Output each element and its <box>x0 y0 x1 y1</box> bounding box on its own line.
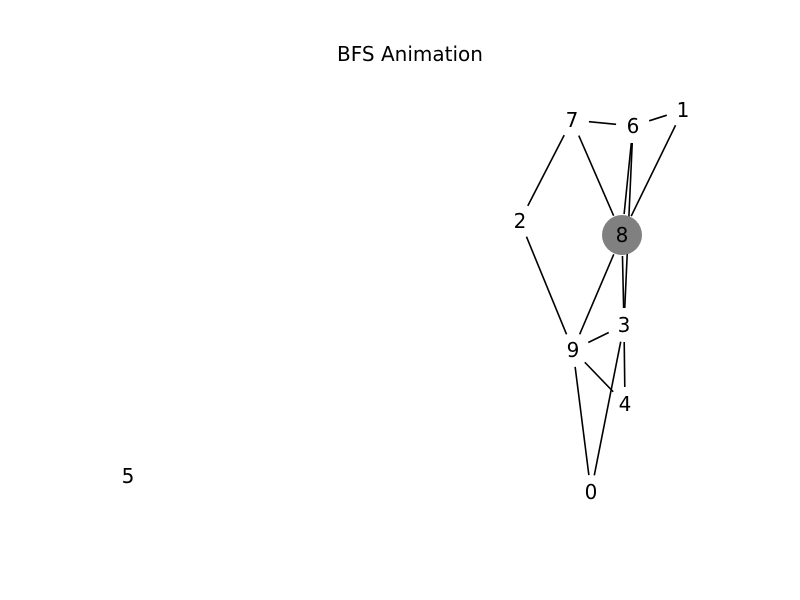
node-4: 4 <box>619 392 632 416</box>
node-7: 7 <box>566 108 579 132</box>
nodes-layer: 0 1 2 3 4 5 6 7 8 9 <box>122 98 690 504</box>
edge-7-2 <box>527 134 565 207</box>
edge-1-8 <box>630 124 677 217</box>
node-label: 5 <box>122 464 135 488</box>
edge-7-8 <box>578 135 615 217</box>
edge-9-4 <box>584 361 614 393</box>
node-label: 1 <box>677 98 690 122</box>
node-label: 9 <box>567 338 580 362</box>
edge-7-6 <box>588 120 617 126</box>
node-label: 8 <box>616 223 629 247</box>
node-8: 8 <box>602 215 642 255</box>
edge-9-0 <box>574 366 590 476</box>
edge-2-9 <box>525 236 568 335</box>
edge-8-3 <box>621 255 625 309</box>
node-label: 4 <box>619 392 632 416</box>
edge-3-0 <box>593 341 622 476</box>
edge-9-3 <box>587 331 610 344</box>
node-label: 6 <box>627 114 640 138</box>
node-label: 0 <box>585 480 598 504</box>
node-5: 5 <box>122 464 135 488</box>
edge-6-1 <box>648 114 668 122</box>
visited-node-marker <box>602 215 642 255</box>
node-2: 2 <box>514 209 527 233</box>
node-6: 6 <box>627 114 640 138</box>
figure-title: BFS Animation <box>337 42 483 66</box>
node-label: 3 <box>618 313 631 337</box>
edge-6-8 <box>623 142 633 215</box>
node-9: 9 <box>567 338 580 362</box>
node-1: 1 <box>677 98 690 122</box>
node-label: 2 <box>514 209 527 233</box>
node-label: 7 <box>566 108 579 132</box>
edge-8-9 <box>578 254 615 335</box>
node-3: 3 <box>618 313 631 337</box>
node-0: 0 <box>585 480 598 504</box>
edges-layer <box>525 114 677 476</box>
edge-3-4 <box>623 341 626 388</box>
